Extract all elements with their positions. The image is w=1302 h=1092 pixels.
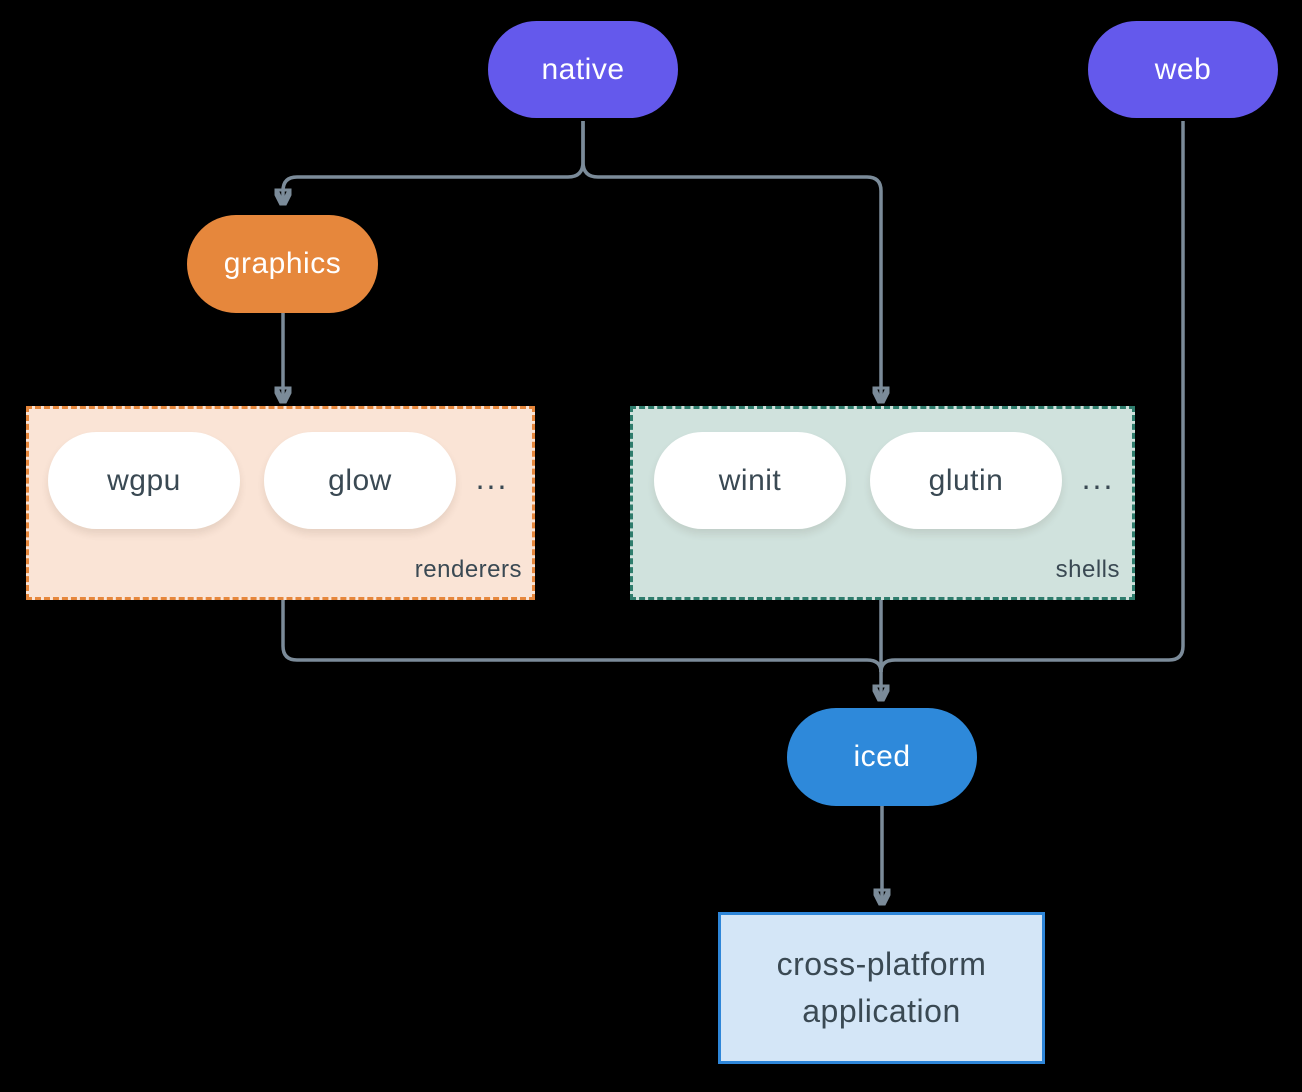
node-web-label: web: [1154, 52, 1212, 86]
renderers-ellipsis: ...: [475, 460, 509, 496]
renderers-group-label: renderers: [414, 556, 522, 583]
connector-native-to-graphics: [283, 121, 585, 203]
node-web: web: [1088, 21, 1278, 118]
node-glow-label: glow: [328, 463, 392, 497]
node-wgpu-label: wgpu: [107, 463, 181, 497]
node-glow: glow: [264, 432, 456, 529]
connector-renderers-to-merge: [281, 600, 883, 673]
app-label-line1: cross-platform: [776, 946, 987, 982]
node-iced-label: iced: [853, 740, 911, 773]
node-glutin-label: glutin: [928, 463, 1004, 497]
node-iced: iced: [787, 708, 977, 806]
shells-ellipsis: ...: [1081, 460, 1115, 496]
shells-group-label: shells: [1055, 556, 1120, 583]
node-glutin: glutin: [870, 432, 1062, 529]
node-winit-label: winit: [718, 463, 782, 497]
node-native-label: native: [541, 52, 625, 86]
node-winit: winit: [654, 432, 846, 529]
node-cross-platform-application: cross-platform application: [718, 912, 1045, 1064]
connector-native-to-shells: [581, 121, 881, 401]
node-native: native: [488, 21, 678, 118]
node-graphics: graphics: [187, 215, 378, 313]
node-wgpu: wgpu: [48, 432, 240, 529]
app-label-line2: application: [802, 993, 961, 1029]
node-graphics-label: graphics: [223, 247, 342, 280]
